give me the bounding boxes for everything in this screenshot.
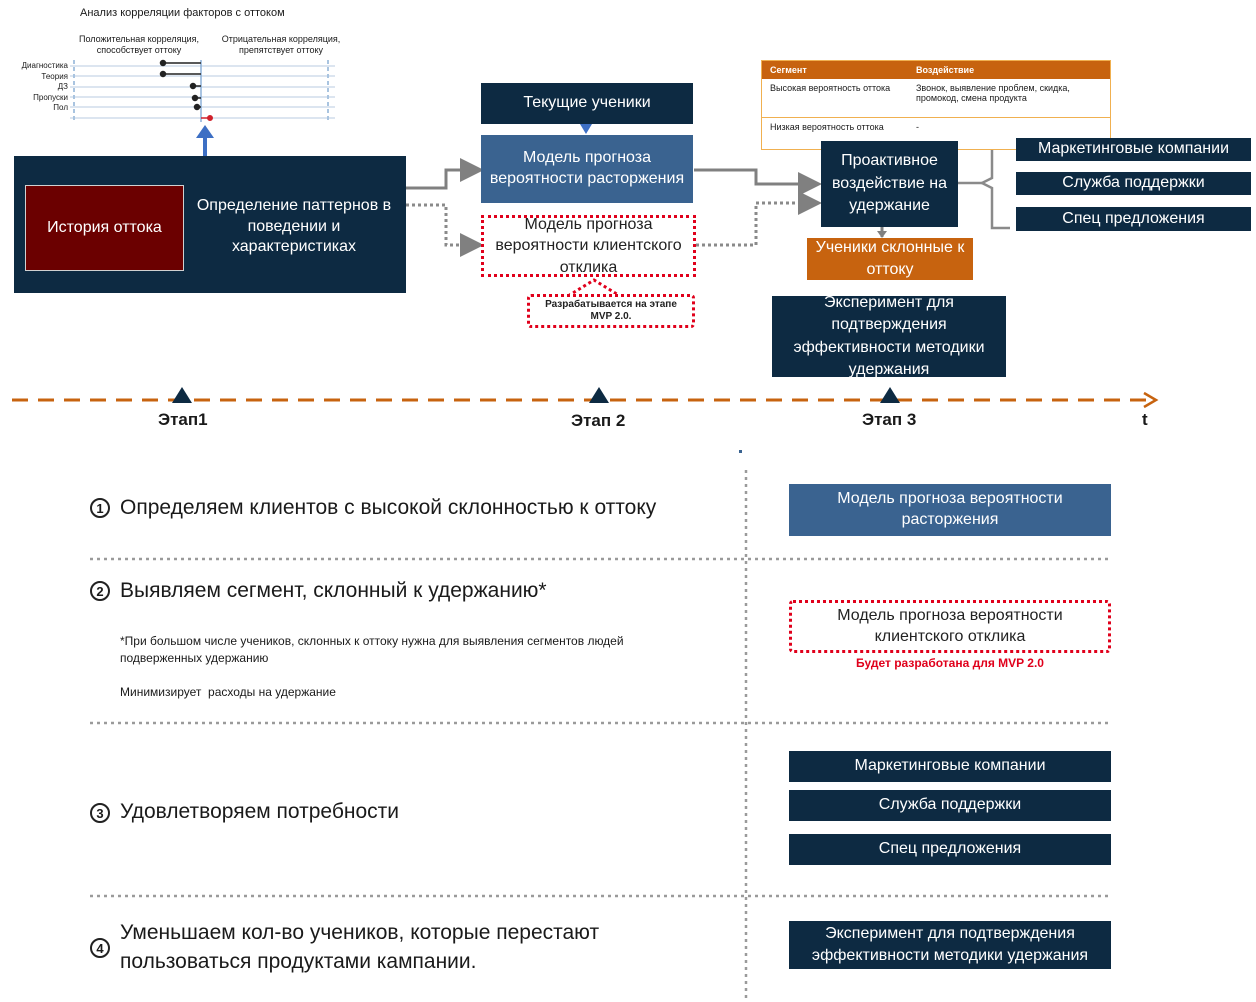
channel-label: Спец предложения [878, 840, 1022, 858]
channel-support-box: Служба поддержки [1016, 172, 1251, 195]
mvp-note-label: Разрабатывается на этапе MVP 2.0. [545, 299, 677, 322]
churn-model-label: Модель прогноза вероятности расторжения [489, 149, 685, 187]
impact-cell: - [916, 122, 919, 132]
response-model-box: Модель прогноза вероятности клиентского … [481, 215, 696, 277]
stage2-marker [589, 387, 609, 403]
factor-label: Теория [41, 71, 68, 81]
mini-chart-lollipops [159, 59, 201, 111]
proactive-label: Проактивное воздействие на удержание [831, 152, 948, 215]
stage3-label: Этап 3 [862, 410, 917, 429]
right-churn-model-label: Модель прогноза вероятности расторжения [837, 490, 1063, 528]
channel-label: Маркетинговые компании [1037, 140, 1230, 158]
factor-label: Пропуски [33, 92, 68, 102]
churn-model-box: Модель прогноза вероятности расторжения [481, 135, 693, 203]
factor-label: Пол [53, 103, 68, 112]
stage2-label: Этап 2 [571, 411, 626, 430]
horizontal-dividers [90, 557, 1112, 898]
step1-number: 1 [90, 498, 110, 518]
stage1-label: Этап1 [158, 410, 208, 429]
channels-brace [979, 136, 1010, 230]
experiment-box: Эксперимент для подтверждения эффективно… [772, 296, 1006, 377]
current-students-box: Текущие ученики [481, 83, 693, 124]
segment-cell: Высокая вероятность оттока [770, 83, 891, 93]
mini-chart-positive-label: Положительная корреляция, способствует о… [78, 34, 200, 56]
step2-footnote: *При большом числе учеников, склонных к … [120, 634, 624, 665]
timeline-end-label: t [1142, 410, 1148, 429]
mini-chart-negative-label: Отрицательная корреляция, препятствует о… [221, 34, 341, 56]
mini-chart-factor-labels: Диагностика Теория ДЗ Пропуски Пол [6, 61, 68, 114]
timeline-arrowhead [1143, 391, 1159, 409]
segment-table: Сегмент Воздействие Высокая вероятность … [761, 60, 1111, 150]
step3-text: Удовлетворяем потребности [120, 800, 400, 823]
step2-minimize-note: Минимизирует расходы на удержание [120, 685, 336, 699]
prone-students-label: Ученики склонные к оттоку [815, 238, 965, 278]
proactive-box: Проактивное воздействие на удержание [821, 141, 958, 227]
channel-offers-box: Спец предложения [1016, 207, 1251, 231]
right-channel-offers: Спец предложения [789, 834, 1111, 865]
channel-label: Маркетинговые компании [854, 757, 1046, 775]
mini-chart-axes [73, 60, 329, 122]
history-box: История оттока [25, 185, 184, 271]
step2-number: 2 [90, 581, 110, 601]
prone-students-box: Ученики склонные к оттоку [807, 238, 973, 280]
mvp-note-box: Разрабатывается на этапе MVP 2.0. [527, 294, 695, 328]
connector-s1-churn [406, 158, 484, 190]
channel-label: Служба поддержки [878, 796, 1022, 814]
right-churn-model-box: Модель прогноза вероятности расторжения [789, 484, 1111, 536]
mini-chart-title: Анализ корреляции факторов с оттоком [80, 7, 285, 19]
patterns-label: Определение паттернов в поведении и хара… [196, 196, 392, 256]
factor-label: Диагностика [21, 61, 68, 70]
connector-response-proactive [696, 191, 822, 247]
channel-label: Спец предложения [1062, 209, 1205, 227]
step2-text: Выявляем сегмент, склонный к удержанию* [120, 579, 547, 602]
step4-number: 4 [90, 938, 110, 958]
stage3-marker [880, 387, 900, 403]
history-label: История оттока [47, 218, 162, 236]
stage1-marker [172, 387, 192, 403]
right-experiment-label: Эксперимент для подтверждения эффективно… [811, 925, 1089, 964]
segment-table-header: Сегмент Воздействие [762, 61, 1110, 79]
step4-text: Уменьшаем кол-во учеников, которые перес… [120, 921, 600, 974]
table-row: Низкая вероятность оттока - [762, 118, 1110, 137]
right-response-model-box: Модель прогноза вероятности клиентского … [789, 600, 1111, 653]
segment-header: Сегмент [762, 61, 908, 79]
connector-churn-proactive [694, 168, 822, 196]
table-row: Высокая вероятность оттока Звонок, выявл… [762, 79, 1110, 118]
impact-header: Воздействие [908, 61, 1110, 79]
step1-text: Определяем клиентов с высокой склонность… [120, 496, 657, 519]
current-students-label: Текущие ученики [523, 94, 651, 112]
segment-cell: Низкая вероятность оттока [770, 122, 884, 132]
mvp-note-pointer [567, 278, 621, 298]
response-model-label: Модель прогноза вероятности клиентского … [495, 215, 682, 276]
mini-chart-negative-bar [201, 115, 213, 121]
right-response-note: Будет разработана для MVP 2.0 [856, 656, 1044, 670]
connector-s1-response [406, 203, 484, 257]
step3-number: 3 [90, 803, 110, 823]
right-channel-support: Служба поддержки [789, 790, 1111, 821]
experiment-label: Эксперимент для подтверждения эффективно… [793, 296, 985, 377]
channel-label: Служба поддержки [1062, 174, 1205, 192]
right-channel-marketing: Маркетинговые компании [789, 751, 1111, 782]
mini-chart-grid [70, 65, 335, 119]
right-response-model-label: Модель прогноза вероятности клиентского … [837, 606, 1063, 645]
impact-cell: Звонок, выявление проблем, скидка, промо… [916, 83, 1070, 103]
patterns-text: Определение паттернов в поведении и хара… [195, 193, 393, 261]
right-experiment-box: Эксперимент для подтверждения эффективно… [789, 921, 1111, 969]
factor-label: ДЗ [57, 82, 68, 91]
channel-marketing-box: Маркетинговые компании [1016, 138, 1251, 161]
